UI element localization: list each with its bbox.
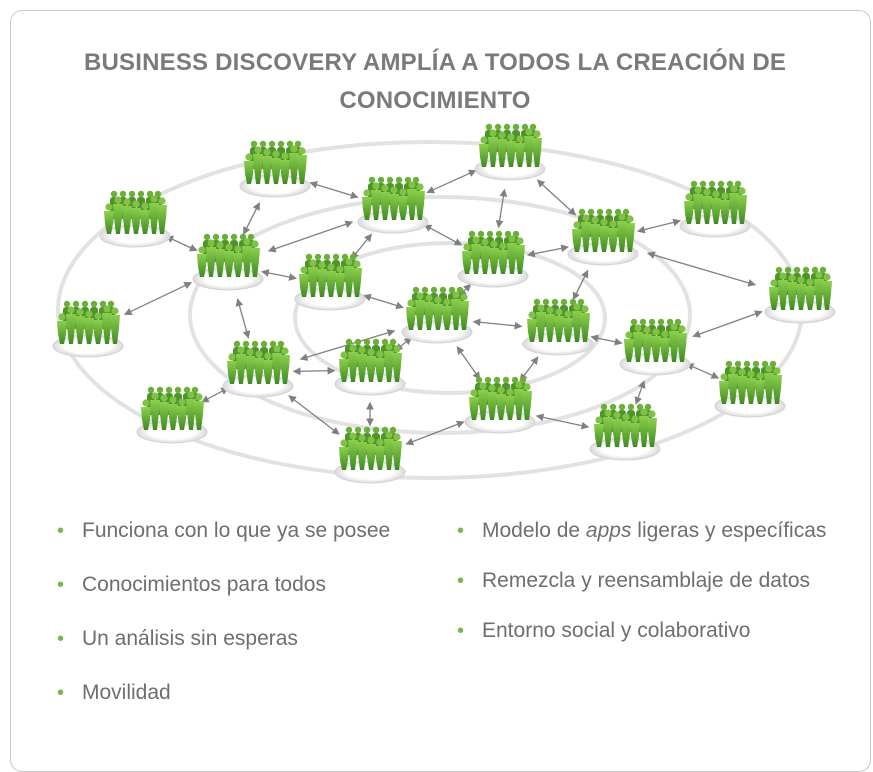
people-group-icon	[334, 426, 406, 484]
people-group-icon	[764, 266, 836, 324]
connection-arrow	[235, 298, 251, 339]
connection-arrow	[637, 218, 681, 234]
bullet-item: •Remezcla y reensamblaje de datos	[457, 565, 827, 597]
people-group-icon	[294, 253, 366, 311]
connection-arrow	[634, 380, 646, 405]
people-group-icon	[52, 300, 124, 358]
connection-arrow	[535, 413, 590, 430]
people-group-icon	[239, 140, 311, 198]
network-diagram	[52, 123, 836, 484]
bullet-item: •Funciona con lo que ya se posee	[57, 515, 452, 547]
bullet-list-left: •Funciona con lo que ya se posee •Conoci…	[57, 515, 452, 731]
people-group-icon	[619, 318, 691, 376]
connection-arrow	[242, 202, 261, 235]
connection-arrow	[692, 310, 763, 338]
bullet-item: •Modelo de apps ligeras y específicas	[457, 515, 827, 547]
people-groups	[52, 123, 836, 484]
connection-arrow	[201, 387, 229, 403]
connection-arrow	[288, 395, 340, 435]
connection-arrow	[299, 329, 396, 361]
connection-arrow	[292, 366, 336, 376]
people-group-icon	[222, 340, 294, 398]
diagram-title: BUSINESS DISCOVERY AMPLÍA A TODOS LA CRE…	[83, 49, 787, 114]
people-group-icon	[136, 386, 208, 444]
people-group-icon	[357, 176, 429, 234]
people-group-icon	[464, 376, 536, 434]
connection-arrow	[536, 179, 577, 216]
connection-arrow	[527, 244, 569, 258]
connection-arrow	[495, 188, 508, 229]
connection-arrow	[646, 251, 757, 287]
connection-arrow	[267, 220, 354, 253]
bullet-item: •Movilidad	[57, 677, 452, 709]
connection-arrow	[423, 224, 463, 246]
people-group-icon	[192, 233, 264, 291]
bullet-item: •Entorno social y colaborativo	[457, 615, 827, 647]
bullet-dot-icon: •	[457, 620, 465, 642]
people-group-icon	[99, 190, 171, 248]
people-group-icon	[714, 360, 786, 418]
bullet-item: •Conocimientos para todos	[57, 569, 452, 601]
bullet-dot-icon: •	[57, 574, 65, 596]
bullet-item: •Un análisis sin esperas	[57, 623, 452, 655]
people-group-icon	[401, 286, 473, 344]
connection-arrow	[456, 346, 481, 380]
bullet-dot-icon: •	[57, 520, 65, 542]
bullet-dot-icon: •	[457, 570, 465, 592]
connection-arrow	[261, 269, 297, 281]
connection-arrow	[123, 281, 193, 316]
connection-arrow	[309, 181, 359, 199]
connection-arrow	[590, 334, 623, 346]
connection-arrow	[426, 169, 477, 194]
people-group-icon	[474, 123, 546, 181]
connection-arrow	[685, 363, 720, 379]
people-group-icon	[589, 403, 661, 461]
connection-arrow	[363, 293, 404, 310]
connection-arrow	[572, 269, 589, 301]
people-group-icon	[679, 180, 751, 238]
connection-arrow	[165, 235, 198, 252]
people-group-icon	[567, 208, 639, 266]
bullet-list-right: •Modelo de apps ligeras y específicas •R…	[457, 515, 827, 665]
people-group-icon	[522, 298, 594, 356]
bullet-dot-icon: •	[457, 520, 465, 542]
connection-arrow	[472, 318, 523, 330]
people-group-icon	[457, 230, 529, 288]
connection-arrows	[123, 169, 763, 446]
bullet-dot-icon: •	[57, 628, 65, 650]
bullet-dot-icon: •	[57, 682, 65, 704]
people-group-icon	[334, 338, 406, 396]
connection-arrow	[405, 420, 465, 446]
